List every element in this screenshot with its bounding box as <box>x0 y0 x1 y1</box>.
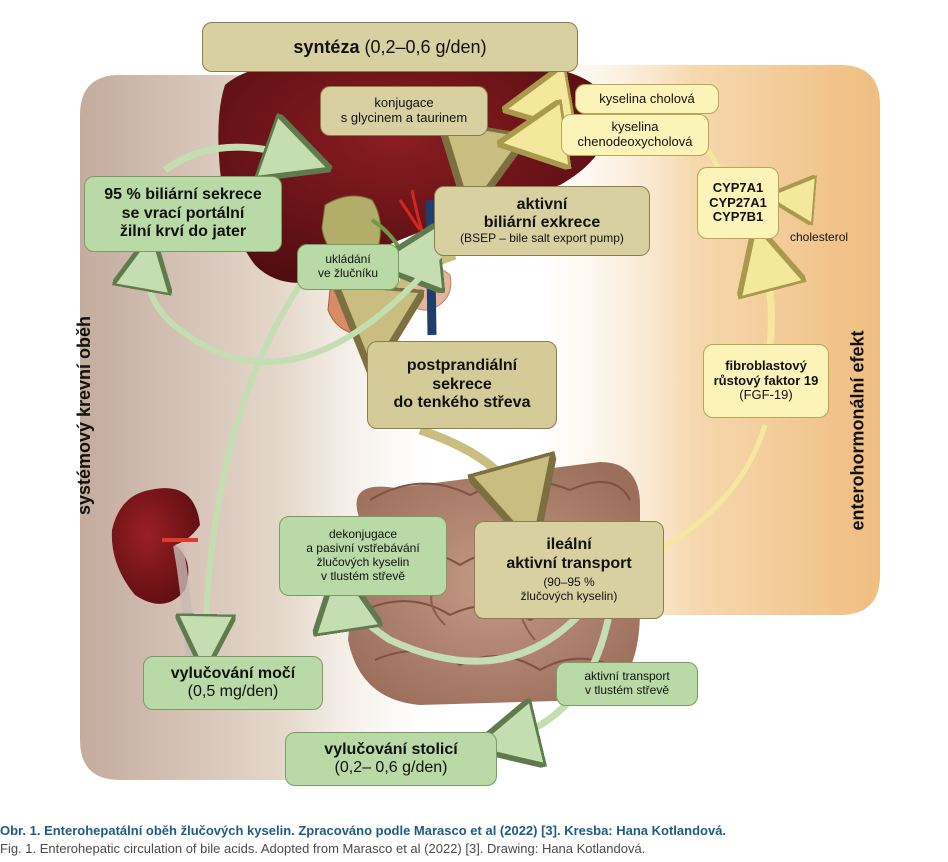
biliary-return-line3: žilní krví do jater <box>119 223 247 241</box>
caption-english: Fig. 1. Enterohepatic circulation of bil… <box>0 841 646 856</box>
fgf-line2: růstový faktor 19 <box>713 372 819 388</box>
arrow-ileal-loop-to-biliary <box>147 255 443 365</box>
cholic-acid-text: kyselina cholová <box>599 90 695 106</box>
storage-line2: ve žlučníku <box>317 266 379 280</box>
synthesis-box: syntéza (0,2–0,6 g/den) <box>202 22 578 72</box>
urine-excretion-box: vylučování močí (0,5 mg/den) <box>143 656 323 710</box>
postprandial-secretion-box: postprandiální sekrece do tenkého střeva <box>367 341 557 429</box>
enterohormonal-effect-label: enterohormonální efekt <box>847 330 868 531</box>
arrow-postprandial-to-ileal <box>418 425 525 515</box>
arrow-cdca-to-conjugation <box>525 135 560 140</box>
excretion-line2: biliární exkrece <box>483 214 601 232</box>
biliary-return-line2: se vrací portální <box>121 204 245 222</box>
deconjugation-line2: a pasivní vstřebávání <box>306 541 420 556</box>
chenodeoxycholic-acid-box: kyselina chenodeoxycholová <box>561 114 709 156</box>
cyp-line1: CYP7A1 <box>712 179 764 195</box>
deconjugation-line1: dekonjugace <box>328 527 398 542</box>
biliary-return-line1: 95 % biliární sekrece <box>104 186 262 204</box>
arrow-fgf-to-cyp <box>762 250 771 346</box>
arrow-cholesterol-to-cyp <box>785 198 810 225</box>
ileal-line2: aktivní transport <box>506 554 632 572</box>
cdca-line2: chenodeoxycholová <box>577 134 693 149</box>
cholic-acid-box: kyselina cholová <box>575 84 719 114</box>
deconjugation-box: dekonjugace a pasivní vstřebávání žlučov… <box>279 516 447 596</box>
fgf-line3: (FGF-19) <box>739 387 793 403</box>
cyp-enzymes-box: CYP7A1 CYP27A1 CYP7B1 <box>697 167 779 239</box>
arrow-return-to-liver <box>162 147 305 170</box>
deconjugation-line4: v tlustém střevě <box>320 568 406 583</box>
postprandial-line1: postprandiální <box>406 357 518 375</box>
cdca-line1: kyselina <box>611 119 659 135</box>
cholesterol-label: cholesterol <box>790 230 849 244</box>
postprandial-line2: sekrece <box>432 375 492 393</box>
cyp-line2: CYP27A1 <box>709 194 767 210</box>
systemic-circulation-label: systémový krevní oběh <box>74 315 95 516</box>
ileal-line4: žlučových kyselin) <box>520 588 618 603</box>
ileal-line3: (90–95 % <box>543 575 595 590</box>
storage-line1: ukládání <box>325 252 371 267</box>
figure-caption: Obr. 1. Enterohepatální oběh žlučových k… <box>0 822 948 858</box>
deconjugation-line3: žlučových kyselin <box>316 555 410 569</box>
fgf-line1: fibroblastový <box>725 357 807 373</box>
urine-line2: (0,5 mg/den) <box>187 683 279 700</box>
colon-transport-line2: v tlustém střevě <box>584 683 670 697</box>
fgf19-box: fibroblastový růstový faktor 19 (FGF-19) <box>703 344 829 418</box>
arrow-conjugation-to-excretion <box>445 135 476 180</box>
stool-line1: vylučování stolicí <box>324 740 458 758</box>
arrow-to-urine <box>205 283 303 650</box>
conjugation-line1: konjugace <box>374 95 434 111</box>
conjugation-line2: s glycinem a taurinem <box>340 110 468 125</box>
stool-line2: (0,2– 0,6 g/den) <box>334 759 448 776</box>
excretion-line1: aktivní <box>516 195 568 213</box>
arrow-ileal-to-deconjugation <box>342 590 603 665</box>
ileal-line1: ileální <box>546 536 592 554</box>
postprandial-line3: do tenkého střeva <box>393 394 531 412</box>
conjugation-box: konjugace s glycinem a taurinem <box>320 86 488 136</box>
enterohepatic-diagram: systémový krevní oběh enterohormonální e… <box>74 22 880 786</box>
gallbladder-storage-box: ukládání ve žlučníku <box>297 244 399 290</box>
caption-czech: Obr. 1. Enterohepatální oběh žlučových k… <box>0 823 727 838</box>
colon-active-transport-box: aktivní transport v tlustém střevě <box>556 662 698 706</box>
excretion-line3: (BSEP – bile salt export pump) <box>460 231 624 246</box>
ileal-transport-box: ileální aktivní transport (90–95 % žlučo… <box>474 521 664 619</box>
stool-excretion-box: vylučování stolicí (0,2– 0,6 g/den) <box>285 732 497 786</box>
synthesis-title: syntéza <box>293 36 360 57</box>
biliary-return-box: 95 % biliární sekrece se vrací portální … <box>84 176 282 252</box>
colon-transport-line1: aktivní transport <box>584 669 670 684</box>
active-biliary-excretion-box: aktivní biliární exkrece (BSEP – bile sa… <box>434 186 650 256</box>
urine-line1: vylučování močí <box>170 664 296 682</box>
synthesis-amount: (0,2–0,6 g/den) <box>359 36 487 57</box>
cyp-line3: CYP7B1 <box>712 209 764 225</box>
